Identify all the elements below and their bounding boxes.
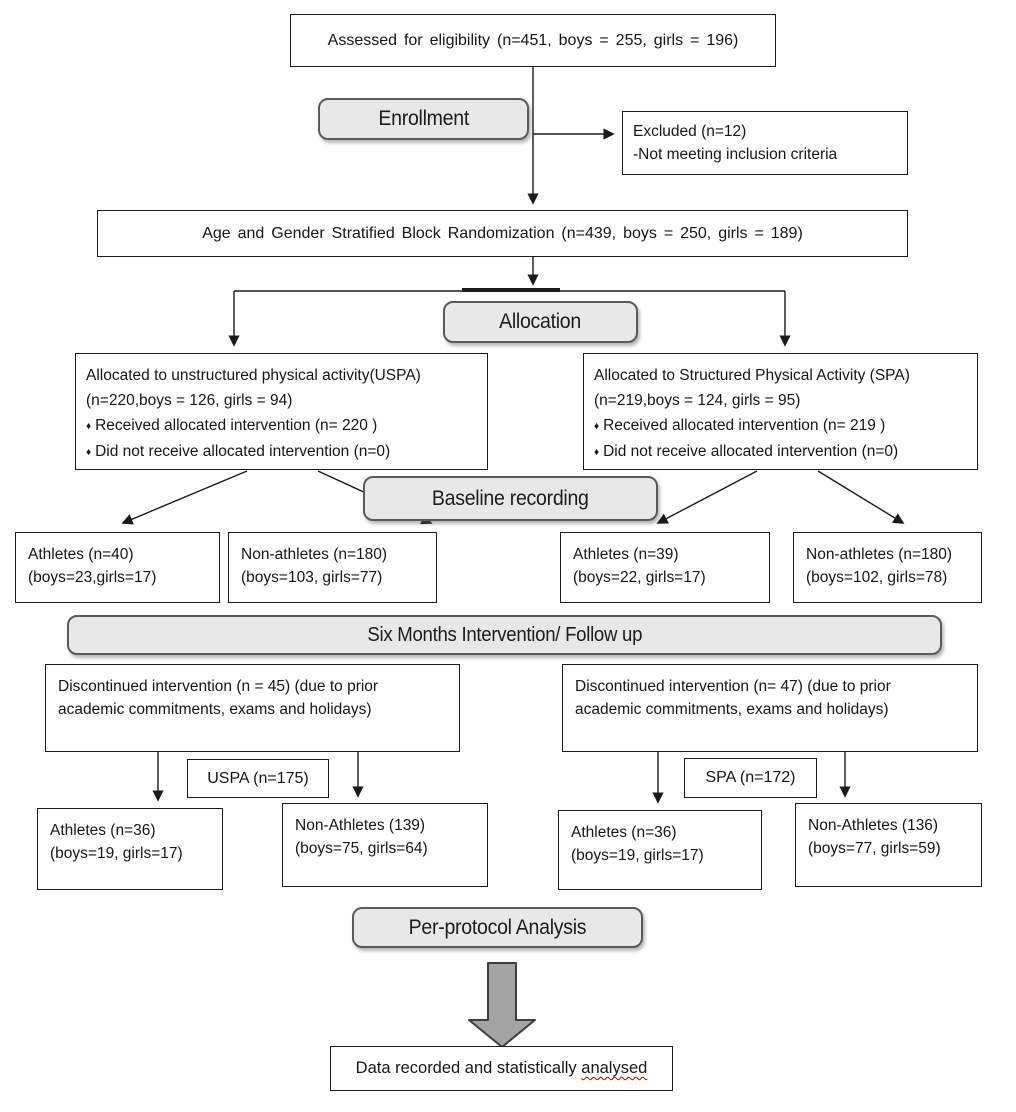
arrow-spa-to-athletes (656, 470, 758, 524)
per-protocol-badge: Per-protocol Analysis (352, 907, 643, 948)
group-line1: Non-Athletes (136) (808, 817, 939, 834)
diamond-bullet-icon: ♦ (594, 447, 600, 458)
group-line2: (boys=23,girls=17) (28, 569, 157, 586)
uspa-arm-bullet1-text: Received allocated intervention (n= 220 … (95, 417, 378, 434)
uspa-arm-title: Allocated to unstructured physical activ… (86, 367, 421, 384)
final-statement-underlined-word: analysed (581, 1059, 648, 1077)
spa-arm-bullet2: ♦Did not receive allocated intervention … (594, 439, 967, 465)
spa-arm-bullet1-text: Received allocated intervention (n= 219 … (603, 417, 886, 434)
uspa-arm-bullet2: ♦Did not receive allocated intervention … (86, 439, 477, 465)
final-group-box-athletes-uspa: Athletes (n=36) (boys=19, girls=17) (37, 808, 223, 890)
spa-arm-counts: (n=219,boys = 124, girls = 95) (594, 392, 801, 409)
baseline-group-box-athletes-spa: Athletes (n=39) (boys=22, girls=17) (560, 532, 770, 603)
six-months-followup-badge: Six Months Intervention/ Follow up (67, 615, 942, 655)
group-line1: Non-athletes (n=180) (806, 546, 953, 563)
baseline-group-box-nonathletes-uspa: Non-athletes (n=180) (boys=103, girls=77… (228, 532, 437, 603)
allocation-badge: Allocation (443, 301, 638, 343)
spa-n-box: SPA (n=172) (684, 758, 817, 798)
final-group-box-nonathletes-spa: Non-Athletes (136) (boys=77, girls=59) (795, 803, 982, 887)
discontinued-line1: Discontinued intervention (n = 45) (due … (58, 678, 379, 695)
group-line2: (boys=103, girls=77) (241, 569, 383, 586)
group-line1: Athletes (n=40) (28, 546, 134, 563)
final-group-box-athletes-spa: Athletes (n=36) (boys=19, girls=17) (558, 810, 762, 890)
enrollment-badge: Enrollment (318, 98, 529, 140)
final-group-box-nonathletes-uspa: Non-Athletes (139) (boys=75, girls=64) (282, 803, 488, 887)
spa-arm-bullet1: ♦Received allocated intervention (n= 219… (594, 413, 967, 439)
group-line1: Athletes (n=39) (573, 546, 679, 563)
group-line2: (boys=75, girls=64) (295, 840, 428, 857)
spa-arm-title: Allocated to Structured Physical Activit… (594, 367, 910, 384)
baseline-recording-label: Baseline recording (432, 486, 589, 510)
spa-arm-box: Allocated to Structured Physical Activit… (583, 353, 978, 470)
split-bar-thick-segment (462, 288, 560, 292)
excluded-line2: -Not meeting inclusion criteria (633, 146, 838, 163)
uspa-n-box: USPA (n=175) (187, 759, 329, 798)
baseline-group-box-nonathletes-spa: Non-athletes (n=180) (boys=102, girls=78… (793, 532, 982, 603)
allocation-label: Allocation (499, 310, 582, 333)
per-protocol-label: Per-protocol Analysis (408, 915, 587, 939)
group-line2: (boys=22, girls=17) (573, 569, 706, 586)
uspa-arm-counts: (n=220,boys = 126, girls = 94) (86, 392, 293, 409)
six-months-followup-label: Six Months Intervention/ Follow up (367, 623, 642, 646)
arrow-spa-to-nonathletes (817, 470, 905, 524)
discontinued-line2: academic commitments, exams and holidays… (575, 701, 889, 718)
discontinued-line1: Discontinued intervention (n= 47) (due t… (575, 678, 891, 695)
discontinued-spa-box: Discontinued intervention (n= 47) (due t… (562, 664, 978, 752)
group-line1: Athletes (n=36) (50, 822, 156, 839)
block-arrow-down-icon (468, 962, 536, 1048)
baseline-recording-badge: Baseline recording (363, 476, 658, 521)
spa-arm-bullet2-text: Did not receive allocated intervention (… (603, 443, 899, 460)
uspa-n-label: USPA (n=175) (207, 769, 309, 787)
spa-n-label: SPA (n=172) (705, 769, 796, 786)
discontinued-line2: academic commitments, exams and holidays… (58, 701, 372, 718)
group-line1: Non-Athletes (139) (295, 817, 426, 834)
uspa-arm-bullet1: ♦Received allocated intervention (n= 220… (86, 413, 477, 439)
diamond-bullet-icon: ♦ (594, 421, 600, 432)
final-statement-box: Data recorded and statistically analysed (330, 1046, 673, 1091)
baseline-group-box-athletes-uspa: Athletes (n=40) (boys=23,girls=17) (15, 532, 220, 603)
excluded-box: Excluded (n=12) -Not meeting inclusion c… (622, 111, 908, 175)
uspa-arm-box: Allocated to unstructured physical activ… (75, 353, 488, 470)
uspa-arm-bullet2-text: Did not receive allocated intervention (… (95, 443, 391, 460)
assessed-box: Assessed for eligibility (n=451, boys = … (290, 14, 776, 67)
excluded-line1: Excluded (n=12) (633, 123, 747, 140)
assessed-text: Assessed for eligibility (n=451, boys = … (327, 31, 739, 49)
randomization-text: Age and Gender Stratified Block Randomiz… (202, 224, 803, 242)
final-statement-text: Data recorded and statistically (355, 1059, 582, 1077)
discontinued-uspa-box: Discontinued intervention (n = 45) (due … (45, 664, 460, 752)
enrollment-label: Enrollment (378, 107, 469, 130)
group-line2: (boys=102, girls=78) (806, 569, 948, 586)
group-line1: Athletes (n=36) (571, 824, 677, 841)
diamond-bullet-icon: ♦ (86, 421, 92, 432)
diamond-bullet-icon: ♦ (86, 447, 92, 458)
arrow-uspa-to-athletes (121, 470, 248, 525)
randomization-box: Age and Gender Stratified Block Randomiz… (97, 210, 908, 257)
group-line2: (boys=19, girls=17) (50, 845, 183, 862)
group-line2: (boys=19, girls=17) (571, 847, 704, 864)
group-line2: (boys=77, girls=59) (808, 840, 941, 857)
group-line1: Non-athletes (n=180) (241, 546, 388, 563)
